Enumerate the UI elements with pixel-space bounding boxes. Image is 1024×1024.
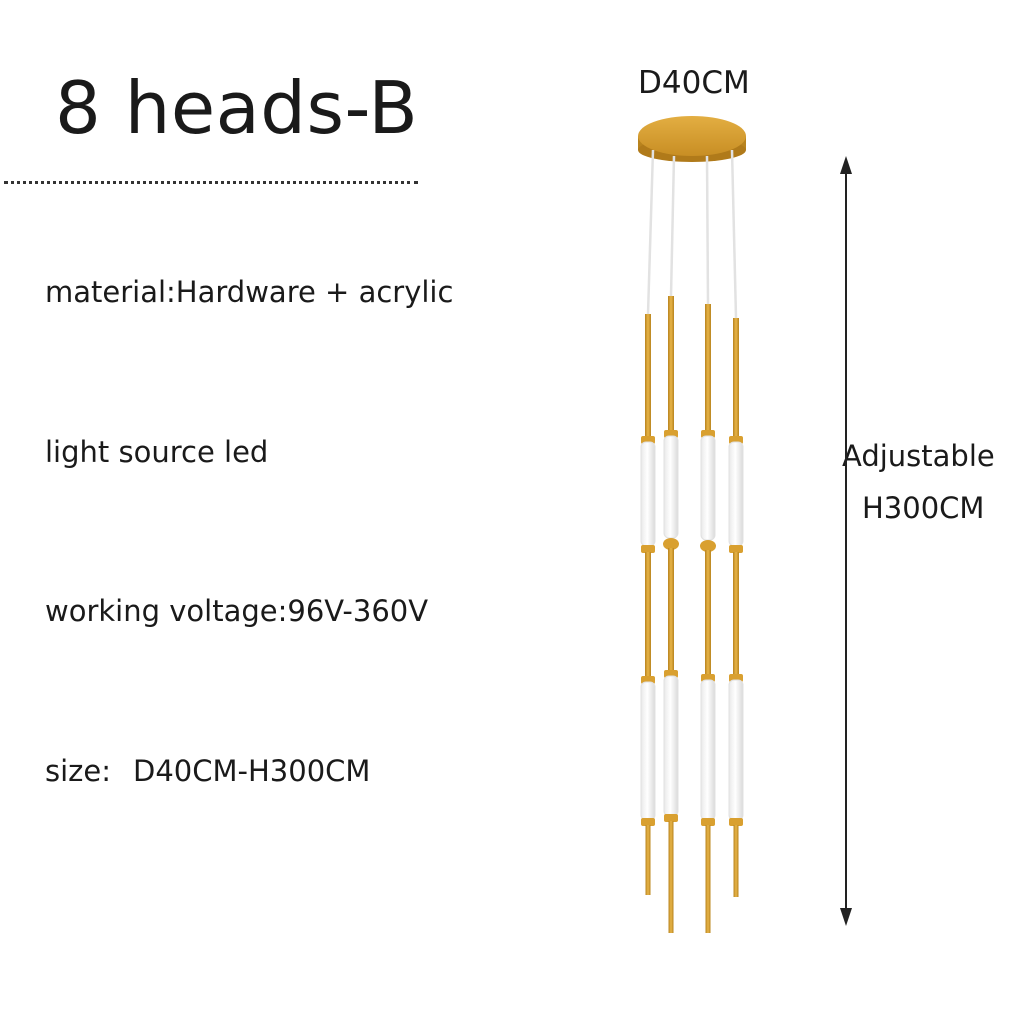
spec-light-source: light source led bbox=[45, 435, 269, 469]
spec-material: material:Hardware + acrylic bbox=[45, 275, 454, 309]
height-dimension-arrow bbox=[840, 156, 852, 926]
spec-size-label: size: bbox=[45, 754, 112, 788]
spec-size: size: D40CM-H300CM bbox=[45, 757, 370, 786]
pendant-rod-2 bbox=[663, 296, 679, 933]
height-label: H300CM bbox=[862, 491, 985, 525]
ceiling-canopy bbox=[638, 116, 746, 162]
spec-working-voltage: working voltage:96V-360V bbox=[45, 594, 429, 628]
suspension-wires bbox=[646, 149, 738, 319]
pendant-rod-1 bbox=[640, 314, 656, 895]
pendant-rod-3 bbox=[700, 304, 716, 933]
spec-size-value: D40CM-H300CM bbox=[133, 754, 371, 788]
adjustable-label: Adjustable bbox=[842, 439, 995, 473]
dotted-divider bbox=[4, 181, 418, 184]
pendant-rod-4 bbox=[728, 318, 744, 897]
product-title: 8 heads-B bbox=[55, 66, 419, 150]
diameter-label: D40CM bbox=[638, 65, 750, 101]
